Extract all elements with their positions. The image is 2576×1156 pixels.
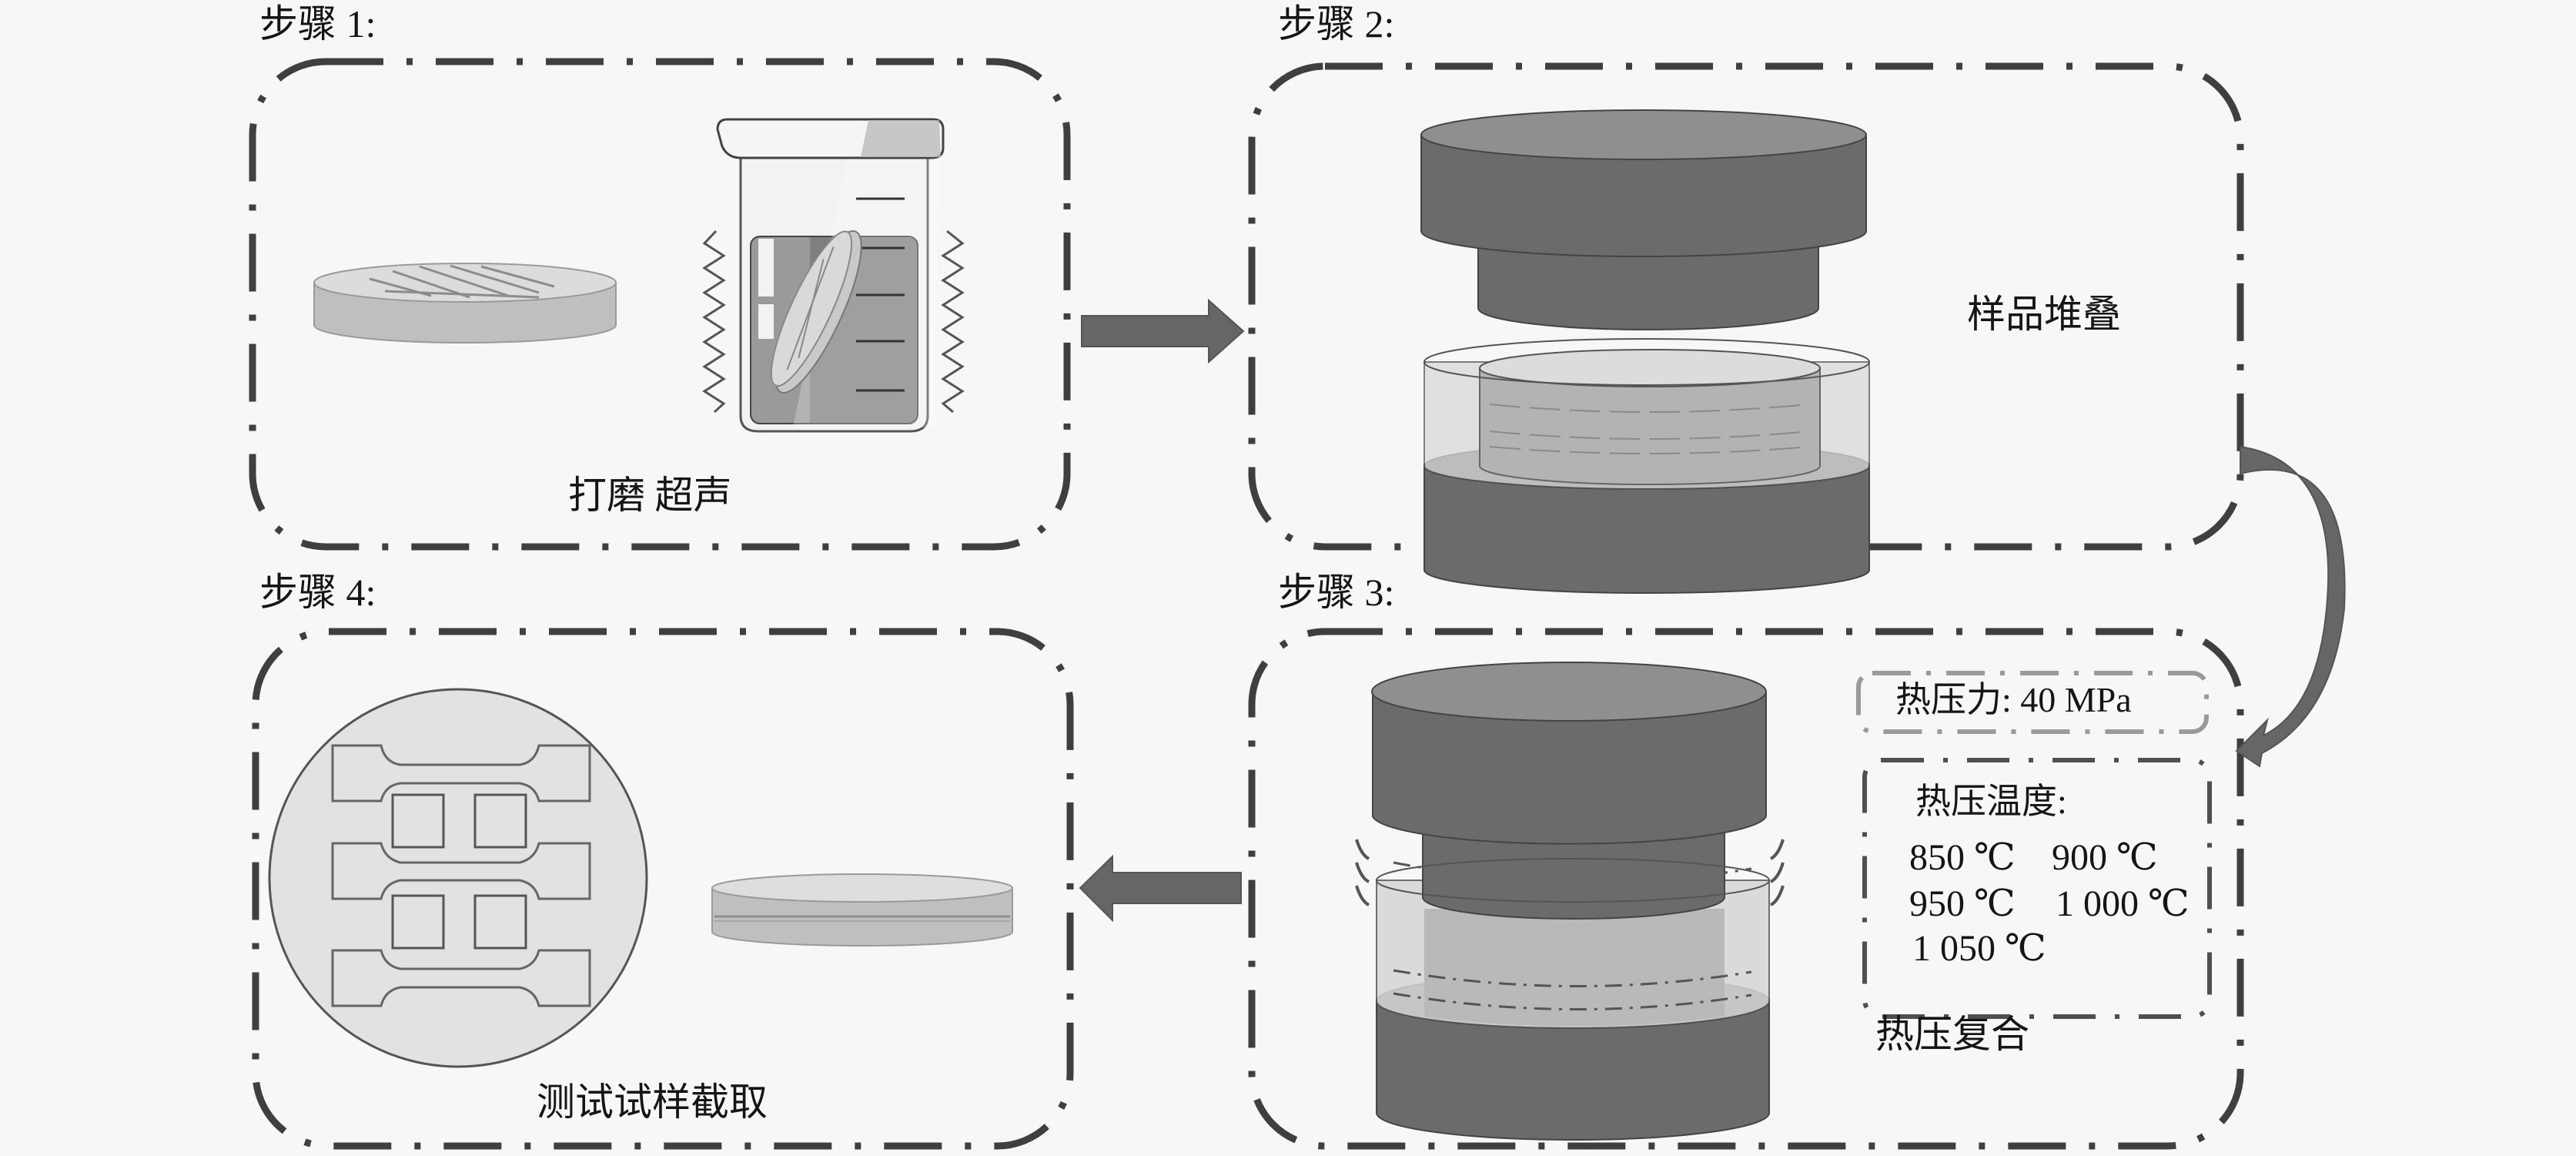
temperature-title: 热压温度: xyxy=(1915,782,2067,821)
composite-plate-with-specimens xyxy=(268,688,648,1068)
arrow-left-icon xyxy=(1079,854,1242,923)
pressure-frame xyxy=(1856,671,2209,734)
vibration-wave-left-icon xyxy=(702,230,726,414)
step-1-label: 步骤 1: xyxy=(259,2,376,45)
temperature-value: 900 ℃ xyxy=(2052,837,2158,878)
pressure-value: 热压力: 40 MPa xyxy=(1895,680,2132,719)
upper-punch xyxy=(1420,109,1867,330)
step-3-caption: 热压复合 xyxy=(1875,1013,2029,1056)
ground-sample-disk xyxy=(313,263,617,343)
immersed-sample xyxy=(770,230,862,394)
heat-wave-left-icon xyxy=(1355,839,1370,906)
step-4-label: 步骤 4: xyxy=(259,571,376,614)
hot-press-assembly xyxy=(1355,662,1785,1141)
temperature-value: 850 ℃ xyxy=(1909,837,2016,878)
square-specimen xyxy=(391,793,527,950)
temperature-value: 950 ℃ xyxy=(1909,883,2016,924)
step-2-caption: 样品堆叠 xyxy=(1967,293,2121,336)
temperature-value: 1 000 ℃ xyxy=(2056,883,2190,924)
step-3-label: 步骤 3: xyxy=(1278,571,1395,614)
ultrasonic-beaker xyxy=(702,118,965,433)
bonded-sample-disk xyxy=(711,873,1013,947)
arrow-right-icon xyxy=(1081,298,1245,364)
tensile-specimen xyxy=(331,842,591,900)
beaker-graduations xyxy=(856,197,905,392)
step-4-caption: 测试试样截取 xyxy=(537,1081,768,1124)
temperature-frame xyxy=(1862,758,2212,1019)
lower-die xyxy=(1423,338,1870,594)
tensile-specimen xyxy=(331,949,591,1007)
step-4-frame xyxy=(252,628,1074,1150)
stacked-samples xyxy=(1479,349,1821,485)
heat-wave-right-icon xyxy=(1769,839,1785,906)
step-2-label: 步骤 2: xyxy=(1278,2,1395,45)
tensile-specimen xyxy=(331,744,591,802)
step-1-frame xyxy=(249,58,1071,551)
grinding-scratches xyxy=(369,264,555,299)
step-2-frame xyxy=(1248,62,2244,551)
upper-punch xyxy=(1371,662,1767,920)
vibration-wave-right-icon xyxy=(941,230,965,414)
stacking-press xyxy=(1420,109,1870,594)
temperature-value: 1 050 ℃ xyxy=(1912,928,2046,969)
step-1-caption: 打磨 超声 xyxy=(568,474,732,517)
curved-arrow-down-icon xyxy=(2235,445,2346,768)
step-3-frame xyxy=(1248,628,2244,1150)
